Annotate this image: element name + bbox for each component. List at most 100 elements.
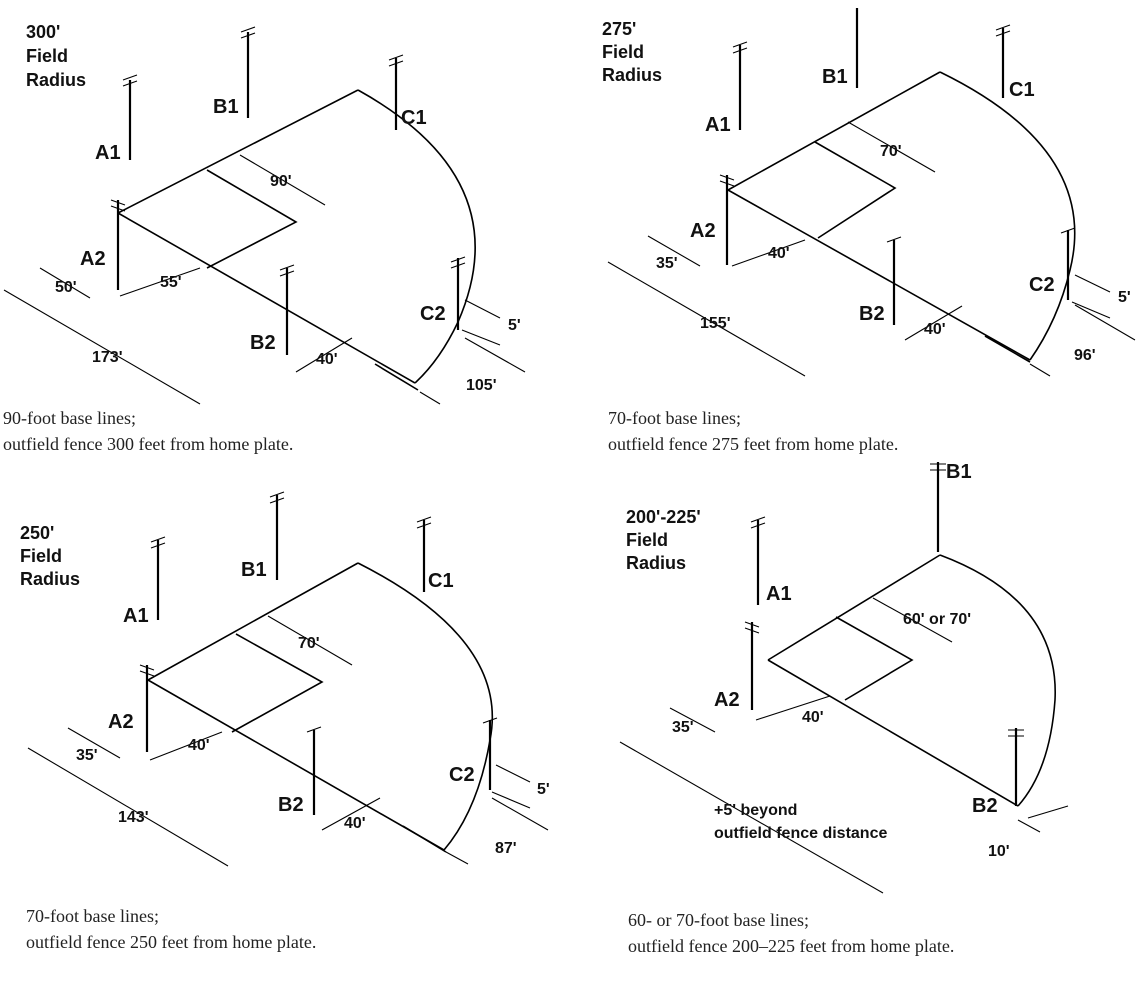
radius-label-line3: Radius bbox=[26, 70, 86, 90]
dim-c2-off-line bbox=[491, 764, 531, 809]
dim-label-b2-off: 40' bbox=[344, 815, 366, 832]
dim-b2-off-line bbox=[295, 337, 353, 373]
caption-line2: outfield fence 250 feet from home plate. bbox=[26, 932, 317, 952]
pole-label-b2: B2 bbox=[859, 303, 885, 325]
pole-b1-crossarm bbox=[930, 463, 946, 471]
dim-label-side: 155' bbox=[700, 315, 731, 332]
caption-panel-250: 70-foot base lines; outfield fence 250 f… bbox=[26, 903, 316, 955]
pole-a1-crossarm bbox=[732, 41, 748, 54]
outfield-fence bbox=[357, 89, 476, 384]
caption-panel-275: 70-foot base lines; outfield fence 275 f… bbox=[608, 405, 898, 457]
radius-label-line2: Field bbox=[26, 46, 68, 66]
dim-label-b2-off: 10' bbox=[988, 843, 1010, 860]
panel-300: 300' Field Radius A1 B1 C1 A2 B2 C2 bbox=[3, 22, 526, 405]
radius-label-line3: Radius bbox=[626, 553, 686, 573]
dim-label-c2-off: 5' bbox=[1118, 289, 1131, 306]
dim-label-a2-off: 50' bbox=[55, 279, 77, 296]
dim-side-line bbox=[619, 741, 884, 894]
foul-line-right bbox=[767, 659, 1019, 807]
pole-c1-crossarm bbox=[416, 516, 432, 529]
dim-label-base: 70' bbox=[880, 143, 902, 160]
pole-label-c1: C1 bbox=[1009, 79, 1035, 101]
pole-b2-crossarm bbox=[886, 236, 902, 243]
dim-label-side-line2: outfield fence distance bbox=[714, 825, 887, 842]
dim-b2-off-line bbox=[1017, 805, 1069, 833]
outfield-fence bbox=[939, 71, 1076, 361]
pole-a2-crossarm bbox=[744, 621, 760, 634]
pole-label-a1: A1 bbox=[123, 605, 149, 627]
foul-line-right bbox=[727, 189, 1031, 361]
dim-c2-len-line bbox=[419, 337, 526, 405]
pole-label-c2: C2 bbox=[420, 303, 446, 325]
dim-base-line bbox=[847, 121, 936, 173]
dim-side-line bbox=[27, 747, 229, 867]
radius-label-line2: Field bbox=[602, 42, 644, 62]
pole-c1-crossarm bbox=[995, 24, 1011, 37]
pole-label-a1: A1 bbox=[766, 583, 792, 605]
outfield-fence bbox=[939, 554, 1056, 807]
panel-250: 250' Field Radius A1 B1 C1 A2 B2 C2 70' bbox=[20, 491, 550, 867]
pole-label-a2: A2 bbox=[714, 689, 740, 711]
pole-label-b2: B2 bbox=[972, 795, 998, 817]
dim-c2-len-line bbox=[1029, 304, 1136, 377]
pole-label-b1: B1 bbox=[822, 66, 848, 88]
pole-a2-crossarm bbox=[110, 199, 126, 212]
pole-label-a1: A1 bbox=[705, 114, 731, 136]
pole-label-a2: A2 bbox=[690, 220, 716, 242]
dim-b2-off-line bbox=[321, 797, 381, 831]
radius-label-line2: Field bbox=[20, 546, 62, 566]
dim-a2-off-line bbox=[67, 727, 121, 759]
pole-c2-crossarm bbox=[450, 256, 466, 269]
pole-a2-crossarm bbox=[719, 174, 735, 187]
pole-label-c2: C2 bbox=[449, 764, 475, 786]
dim-a2-along-line bbox=[149, 731, 223, 761]
dim-label-a2-off: 35' bbox=[672, 719, 694, 736]
dim-label-a2-off: 35' bbox=[656, 255, 678, 272]
infield-square bbox=[231, 633, 324, 733]
caption-line1: 60- or 70-foot base lines; bbox=[628, 910, 809, 930]
dim-base-line bbox=[872, 597, 953, 643]
dim-label-base: 90' bbox=[270, 173, 292, 190]
radius-label-line3: Radius bbox=[602, 65, 662, 85]
pole-a2-crossarm bbox=[139, 664, 155, 677]
pole-label-b1: B1 bbox=[946, 461, 972, 483]
dim-label-side: 173' bbox=[92, 349, 123, 366]
dim-b2-off-line bbox=[904, 305, 963, 341]
caption-line1: 70-foot base lines; bbox=[608, 408, 741, 428]
caption-line2: outfield fence 275 feet from home plate. bbox=[608, 434, 899, 454]
dim-a2-along-line bbox=[119, 267, 201, 297]
dim-c2-len-line bbox=[445, 797, 549, 865]
caption-panel-300: 90-foot base lines; outfield fence 300 f… bbox=[3, 405, 293, 457]
dim-c2-off-line bbox=[461, 299, 501, 346]
dim-label-side-line1: +5' beyond bbox=[714, 802, 797, 819]
dim-label-a2-along: 40' bbox=[188, 737, 210, 754]
dim-base-line bbox=[239, 154, 326, 206]
fence-end bbox=[374, 363, 419, 391]
foul-line-left bbox=[767, 554, 941, 661]
foul-line-left bbox=[147, 562, 359, 681]
pole-label-c2: C2 bbox=[1029, 274, 1055, 296]
pole-label-b1: B1 bbox=[241, 559, 267, 581]
pole-c1-crossarm bbox=[388, 54, 404, 67]
foul-line-left bbox=[727, 71, 941, 191]
fence-end bbox=[402, 825, 447, 853]
dim-label-b2-off: 40' bbox=[924, 321, 946, 338]
caption-panel-200-225: 60- or 70-foot base lines; outfield fenc… bbox=[628, 907, 954, 959]
pole-b2-crossarm bbox=[306, 726, 322, 733]
pole-b2-crossarm bbox=[1008, 729, 1024, 737]
pole-label-a2: A2 bbox=[108, 711, 134, 733]
pole-label-c1: C1 bbox=[428, 570, 454, 592]
pole-label-b2: B2 bbox=[250, 332, 276, 354]
pole-label-c1: C1 bbox=[401, 107, 427, 129]
dim-base-line bbox=[267, 615, 353, 666]
dim-label-side: 143' bbox=[118, 809, 149, 826]
dim-label-c2-off: 5' bbox=[508, 317, 521, 334]
dim-label-base: 70' bbox=[298, 635, 320, 652]
dim-a2-along-line bbox=[755, 695, 831, 721]
dim-side-line bbox=[607, 261, 806, 377]
dim-label-c2-off: 5' bbox=[537, 781, 550, 798]
caption-line2: outfield fence 200–225 feet from home pl… bbox=[628, 936, 955, 956]
pole-b2-crossarm bbox=[279, 264, 295, 277]
